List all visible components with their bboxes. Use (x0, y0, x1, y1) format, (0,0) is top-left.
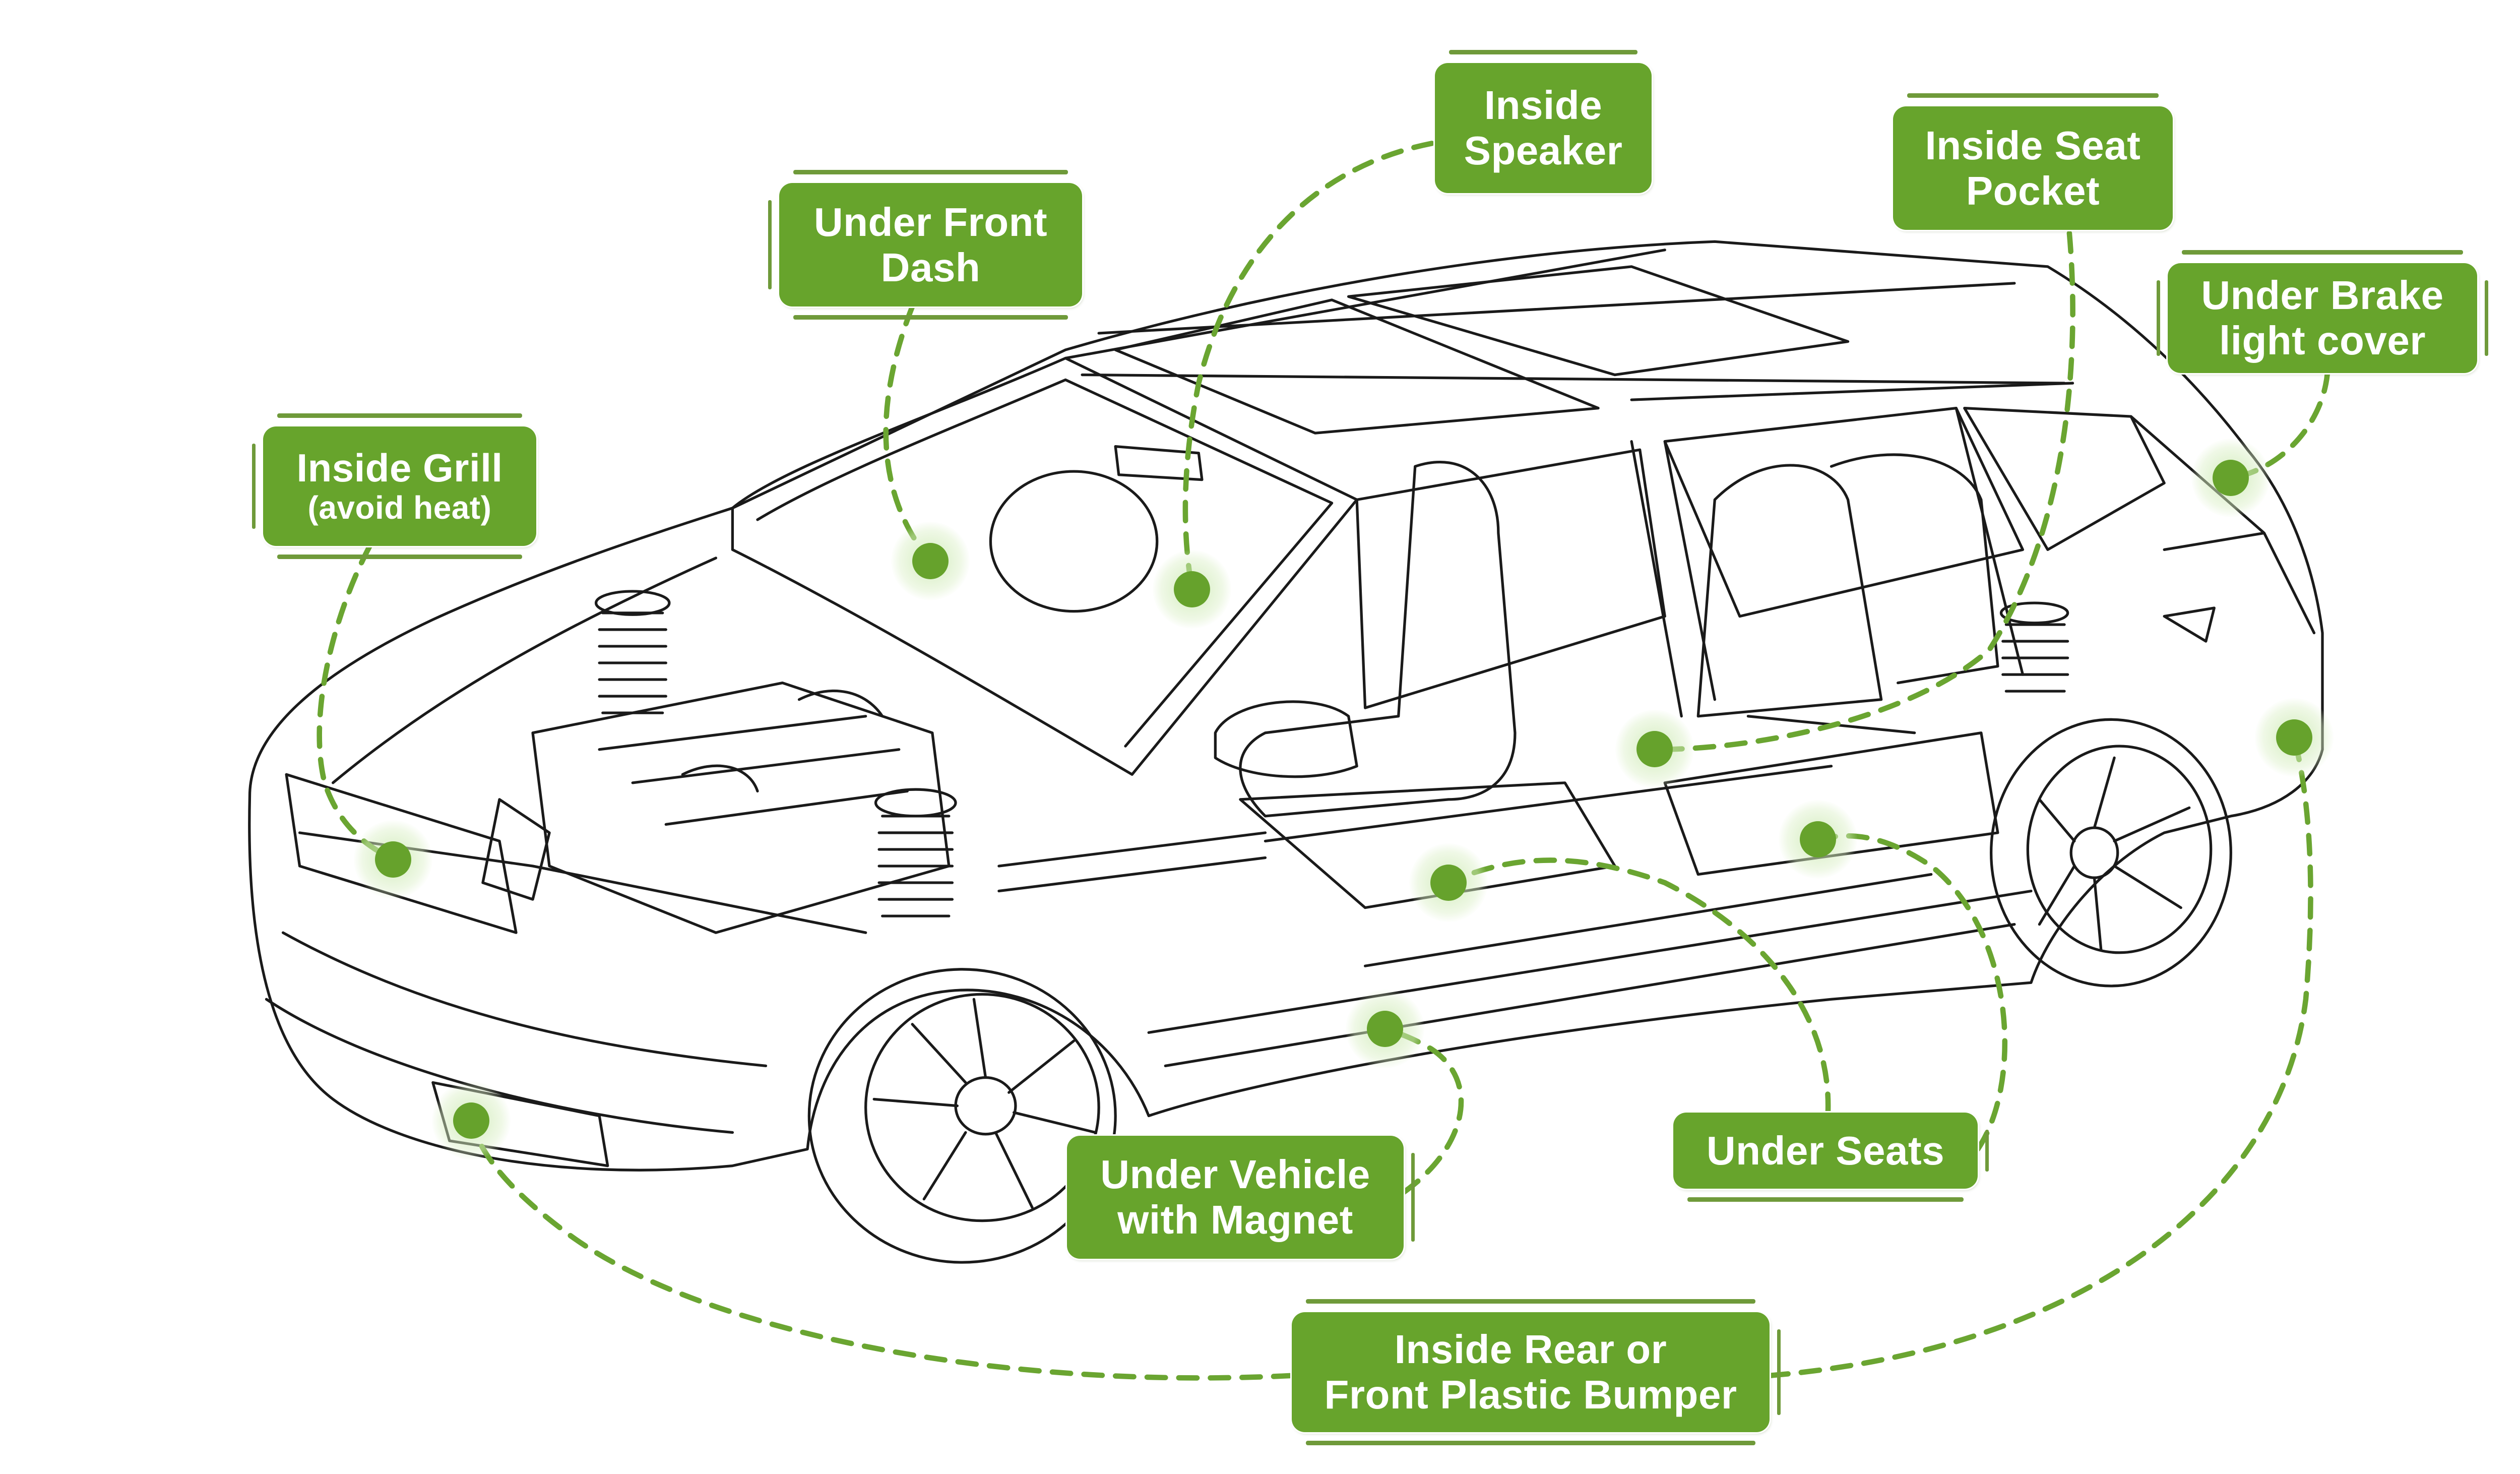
side-sill (1147, 873, 2033, 1068)
front-left-spring (594, 590, 671, 714)
leader-under-front-dash (883, 303, 933, 564)
engine-block (531, 682, 951, 934)
b-pillar (1630, 406, 2025, 718)
drive-shaft (997, 715, 1916, 893)
label-bracket (1449, 50, 1637, 54)
label-bracket (1985, 1130, 1989, 1172)
label-title: Inside Seat Pocket (1925, 122, 2141, 213)
label-bracket (2182, 250, 2463, 255)
steering-wheel (989, 470, 1159, 613)
label-bracket (277, 555, 522, 559)
label-title: Under Front Dash (813, 199, 1048, 290)
leader-bumper-rear (1767, 735, 2313, 1379)
front-door-window (1355, 448, 1666, 709)
label-bracket (1687, 1197, 1964, 1202)
label-bracket (2157, 280, 2160, 356)
front-bumper (265, 931, 768, 1134)
car-body (248, 240, 2324, 1172)
rear-door-window (1663, 406, 2025, 618)
leader-bumper-front (468, 1118, 1295, 1381)
label-inside-rear-or-front-bumper[interactable]: Inside Rear or Front Plastic Bumper (1292, 1299, 1781, 1445)
rear-spring (1999, 601, 2069, 693)
windshield-inner (756, 378, 1334, 748)
label-title: Under Seats (1706, 1128, 1945, 1173)
location-dot-icon (1430, 865, 1467, 901)
location-dot-icon (912, 543, 949, 579)
label-bracket (1777, 1329, 1781, 1415)
roof-line (1064, 249, 2074, 401)
label-bracket (1411, 1153, 1415, 1242)
location-dot-icon (2276, 719, 2312, 756)
location-dot-icon (375, 841, 411, 878)
label-bracket (793, 170, 1068, 174)
side-mirror (1214, 700, 1358, 778)
label-under-seats[interactable]: Under Seats (1673, 1113, 1989, 1202)
location-dot-icon (453, 1102, 489, 1139)
label-inside-seat-pocket[interactable]: Inside Seat Pocket (1893, 93, 2173, 230)
location-dot-icon (1367, 1011, 1403, 1047)
label-title: Inside Rear or Front Plastic Bumper (1324, 1327, 1737, 1417)
label-bracket (277, 413, 522, 418)
leader-inside-grill (317, 543, 396, 863)
leader-under-seats-b (1815, 833, 2008, 1152)
label-note: (avoid heat) (307, 489, 492, 526)
label-bracket (768, 200, 772, 289)
rear-seat-cushion (1663, 731, 1999, 876)
location-dot-icon (1174, 571, 1210, 607)
location-dot-icon (2213, 460, 2249, 496)
label-inside-speaker[interactable]: Inside Speaker (1435, 50, 1652, 193)
leader-under-seats-a (1445, 857, 1831, 1116)
headlight (285, 773, 518, 934)
car-outline (248, 240, 2324, 1264)
label-text-wrap: Inside Grill (avoid heat) (296, 402, 502, 571)
front-seat (1239, 461, 1517, 818)
label-bracket (793, 315, 1068, 320)
label-bracket (252, 444, 256, 529)
label-inside-grill[interactable]: Inside Grill (avoid heat) (252, 413, 536, 559)
label-bracket (1907, 93, 2159, 98)
location-dot-icon (1636, 731, 1673, 767)
quarter-window (1963, 406, 2166, 551)
rear-wheel (1990, 718, 2232, 988)
leader-inside-seat-pocket (1652, 230, 2075, 753)
windshield (731, 356, 1358, 776)
front-wheel (807, 968, 1117, 1264)
label-title: Under Vehicle with Magnet (1100, 1152, 1370, 1242)
rear-seat (1696, 453, 1999, 718)
label-bracket (2485, 280, 2488, 356)
label-title: Inside Grill (296, 446, 503, 490)
leader-lines (317, 141, 2330, 1381)
label-bracket (1306, 1299, 1755, 1304)
sunroof (1114, 265, 1850, 435)
label-bracket (1306, 1441, 1755, 1445)
label-under-brake-light-cover[interactable]: Under Brake light cover (2157, 250, 2488, 373)
location-dot-icon (1800, 821, 1836, 857)
label-under-front-dash[interactable]: Under Front Dash (768, 170, 1082, 320)
label-title: Inside Speaker (1464, 83, 1623, 173)
engine-detail (481, 689, 884, 901)
front-right-spring (874, 788, 957, 917)
label-title: Under Brake light cover (2201, 273, 2444, 363)
rear-mirror (1114, 445, 1204, 481)
label-under-vehicle-with-magnet[interactable]: Under Vehicle with Magnet (1067, 1136, 1415, 1259)
leader-inside-speaker (1182, 141, 1435, 592)
rear-hatch (2129, 415, 2316, 643)
